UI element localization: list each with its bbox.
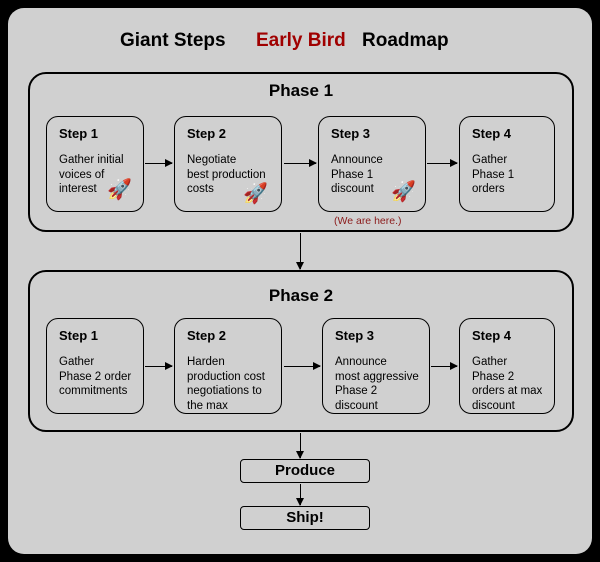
step-title: Step 4: [472, 126, 512, 141]
step-title: Step 2: [187, 328, 227, 343]
step-text: Announce Phase 1 discount: [331, 154, 383, 195]
step-title: Step 2: [187, 126, 227, 141]
arrow-down: [295, 484, 304, 506]
title-early-bird: Early Bird: [256, 30, 346, 51]
arrow-right: [431, 361, 458, 370]
step-text: Gather Phase 1 orders: [472, 154, 515, 195]
step-title: Step 3: [335, 328, 375, 343]
step-text: Gather initial voices of interest: [59, 154, 124, 195]
step-title: Step 1: [59, 126, 99, 141]
phase-2-step-2: Step 2 Harden production cost negotiatio…: [174, 318, 282, 414]
arrow-right: [145, 158, 173, 167]
step-text: Gather Phase 2 order commitments: [59, 356, 132, 397]
arrow-right: [145, 361, 173, 370]
arrow-down: [295, 433, 304, 459]
phase-2-step-3: Step 3 Announce most aggressive Phase 2 …: [322, 318, 430, 414]
produce-box: Produce: [240, 459, 370, 483]
arrow-down: [295, 233, 304, 270]
step-text: Harden production cost negotiations to t…: [187, 356, 265, 412]
current-status-note: (We are here.): [334, 215, 402, 227]
rocket-icon: 🚀: [243, 181, 268, 205]
phase-1-label: Phase 1: [268, 81, 334, 100]
title-giant-steps: Giant Steps: [120, 30, 226, 51]
rocket-icon: 🚀: [107, 177, 132, 201]
step-title: Step 4: [472, 328, 512, 343]
step-text: Announce most aggressive Phase 2 discoun…: [335, 356, 419, 412]
arrow-right: [427, 158, 458, 167]
step-text: Gather Phase 2 orders at max discount: [472, 356, 543, 412]
arrow-right: [284, 361, 321, 370]
ship-box: Ship!: [240, 506, 370, 530]
phase-1-step-1: Step 1 Gather initial voices of interest…: [46, 116, 144, 212]
step-text: Negotiate best production costs: [187, 154, 266, 195]
phase-1-step-3: Step 3 Announce Phase 1 discount 🚀: [318, 116, 426, 212]
phase-1-step-2: Step 2 Negotiate best production costs 🚀: [174, 116, 282, 212]
step-title: Step 3: [331, 126, 371, 141]
phase-2-step-1: Step 1 Gather Phase 2 order commitments: [46, 318, 144, 414]
arrow-right: [284, 158, 317, 167]
phase-1-step-4: Step 4 Gather Phase 1 orders: [459, 116, 555, 212]
title-roadmap: Roadmap: [362, 30, 449, 51]
phase-2-label: Phase 2: [268, 286, 334, 305]
phase-2-step-4: Step 4 Gather Phase 2 orders at max disc…: [459, 318, 555, 414]
rocket-icon: 🚀: [391, 179, 416, 203]
step-title: Step 1: [59, 328, 99, 343]
